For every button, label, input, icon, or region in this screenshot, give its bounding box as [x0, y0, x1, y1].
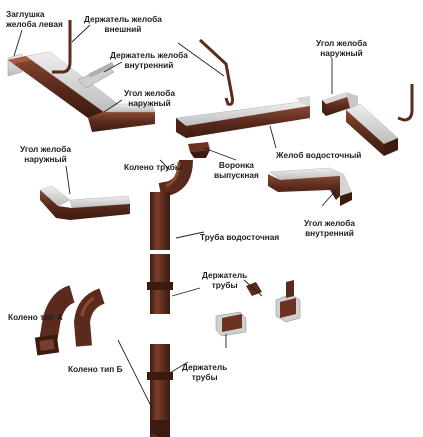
corner-outer-right-piece: [322, 92, 358, 116]
gutter-center: [175, 96, 311, 138]
elbow-a-part: [34, 285, 76, 356]
label-elbow-a: Колено тип А: [8, 312, 63, 322]
holder-right-hook: [397, 84, 414, 122]
corner-inner-piece: [268, 167, 352, 206]
holder-outer-part: [52, 20, 72, 74]
label-downpipe: Труба водосточная: [200, 232, 280, 242]
elbow-b-part: [73, 288, 105, 347]
label-pipe-elbow: Колено трубы: [124, 162, 182, 172]
pipe-holder-parts-top: [246, 280, 301, 323]
label-elbow-b: Колено тип Б: [68, 364, 123, 374]
corner-outer-top-piece: [88, 112, 155, 132]
gutter-left-assembly: [7, 20, 156, 132]
label-gutter: Желоб водосточный: [276, 150, 362, 160]
pipe-holder-parts-mid: [215, 311, 247, 337]
leader-lines: [13, 24, 339, 409]
corner-outer-left-piece: [39, 185, 131, 220]
holder-outer-long: [198, 38, 234, 106]
funnel-part: [188, 142, 210, 158]
gutter-left-body: [8, 56, 104, 118]
downpipe-assembly: [147, 159, 193, 437]
gutter-right: [345, 103, 399, 156]
